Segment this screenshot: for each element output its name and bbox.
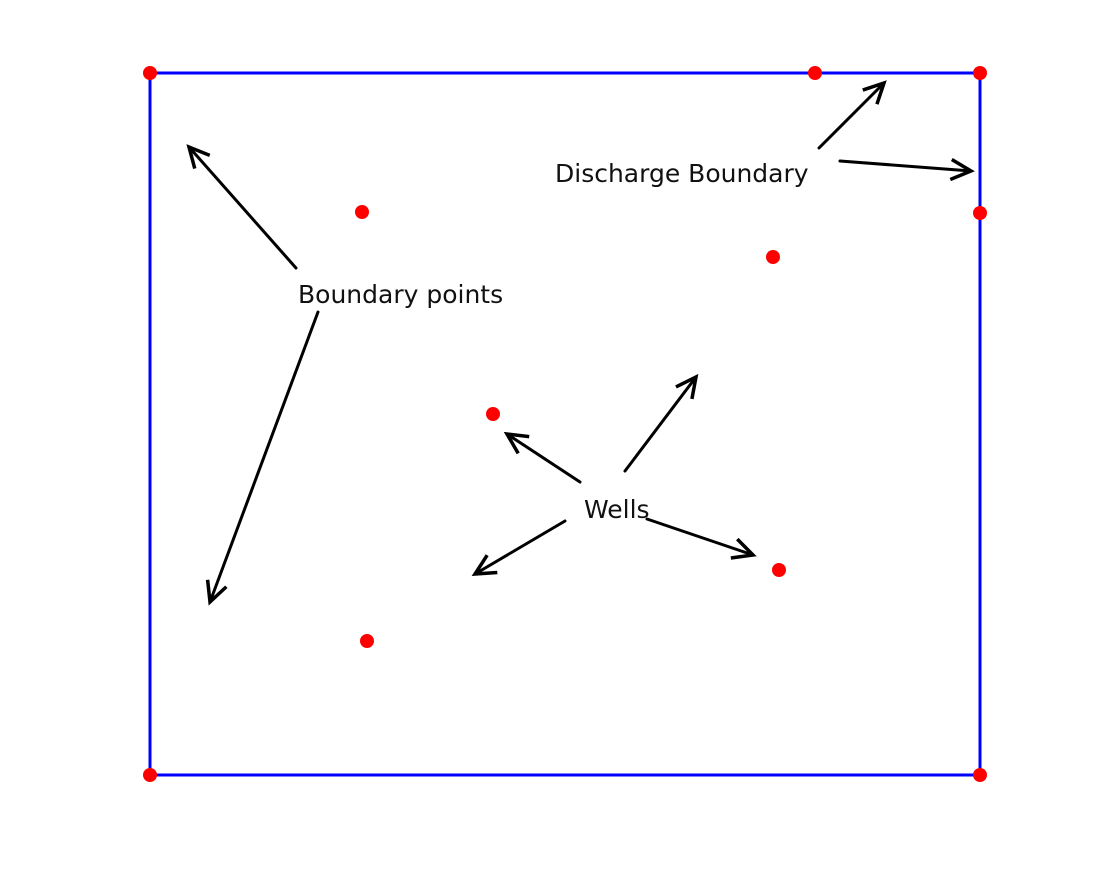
well-point — [360, 634, 374, 648]
well-point — [772, 563, 786, 577]
boundary-point — [143, 66, 157, 80]
boundary-points-arrows — [186, 144, 320, 606]
wells-label: Wells — [584, 495, 650, 524]
arrow — [503, 431, 582, 484]
boundary-point — [973, 206, 987, 220]
arrow — [471, 519, 567, 576]
boundary-point — [973, 66, 987, 80]
arrow — [623, 373, 699, 473]
well-point — [766, 250, 780, 264]
wells — [355, 205, 786, 648]
domain-boundary — [148, 71, 982, 777]
arrow — [205, 310, 320, 606]
arrow — [186, 144, 298, 270]
boundary-point — [808, 66, 822, 80]
wells-arrows — [471, 373, 757, 576]
arrow — [838, 158, 975, 182]
discharge-boundary-arrows — [817, 80, 975, 182]
discharge-boundary-label: Discharge Boundary — [555, 159, 809, 188]
arrow — [645, 517, 757, 560]
well-point — [355, 205, 369, 219]
boundary-points — [143, 66, 987, 782]
well-point — [486, 407, 500, 421]
boundary-point — [973, 768, 987, 782]
arrow — [817, 80, 887, 150]
boundary-point — [143, 768, 157, 782]
boundary-points-label: Boundary points — [298, 280, 503, 309]
